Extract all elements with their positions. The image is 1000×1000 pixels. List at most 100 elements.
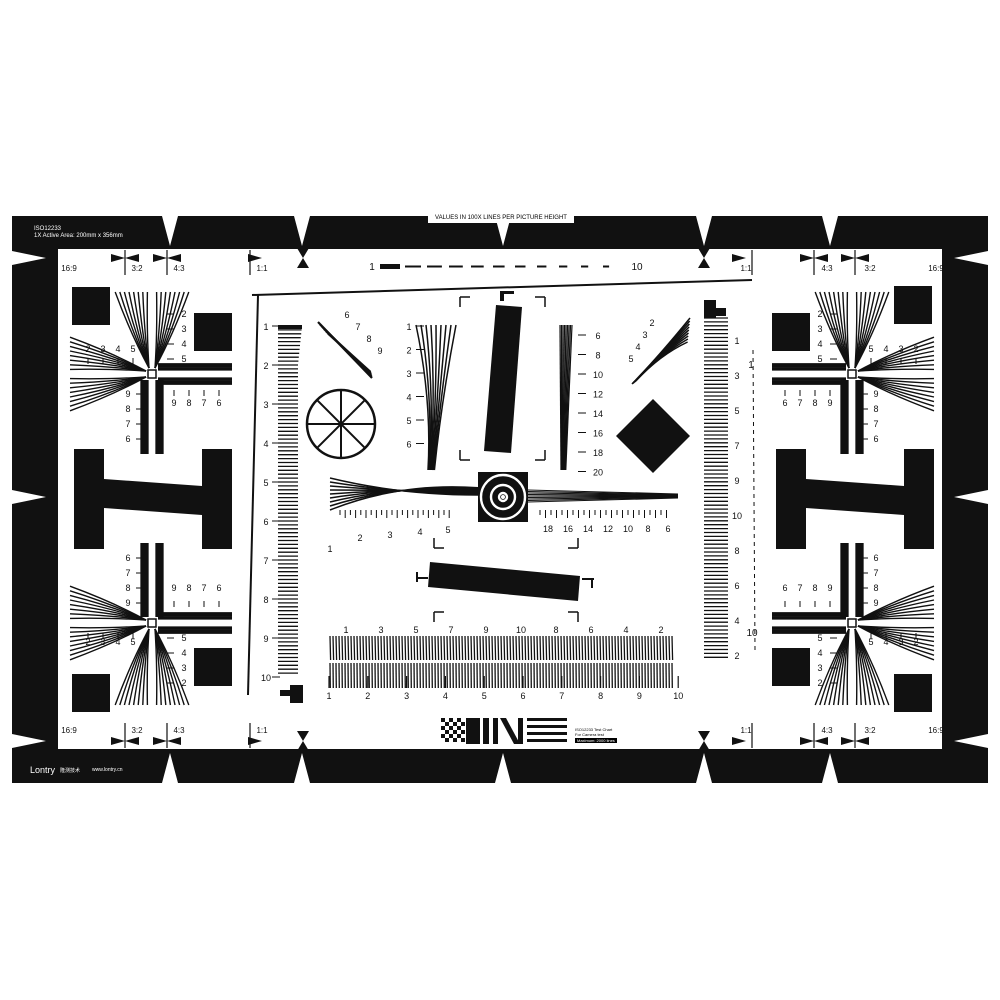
star-horizontal-label: 7 — [797, 583, 802, 593]
bottom-resolution-line — [473, 635, 476, 661]
bottom-resolution-line — [659, 635, 662, 661]
top-bar-segment — [449, 265, 463, 268]
logo-block — [527, 725, 567, 728]
bottom-upper-label: 1 — [343, 625, 348, 635]
vfan-right-label: 18 — [593, 448, 603, 458]
bottom-resolution-line — [617, 635, 620, 661]
top-bar-segment — [380, 264, 400, 269]
vfan-right-label: 8 — [595, 351, 600, 361]
star-horizontal-label: 3 — [100, 637, 105, 647]
star-horizontal-label: 5 — [130, 637, 135, 647]
center-bowtie — [698, 248, 710, 258]
checker-cell — [457, 726, 461, 730]
checker-cell — [461, 730, 465, 734]
top-bar-end-label: 10 — [631, 262, 643, 273]
corner-square — [72, 287, 110, 325]
bottom-resolution-line — [503, 635, 506, 661]
star-vertical-label: 5 — [181, 354, 186, 364]
top-bar-segment — [515, 265, 526, 268]
bottom-resolution-line — [563, 635, 566, 661]
star-center — [148, 370, 156, 378]
star-vertical-label: 2 — [817, 678, 822, 688]
star-vertical-label: 4 — [181, 648, 186, 658]
bottom-resolution-line — [671, 635, 674, 661]
center-bowtie — [698, 258, 710, 268]
vertical-fan-curve — [432, 324, 447, 471]
bottom-resolution-line — [422, 635, 425, 661]
bottom-resolution-line — [437, 635, 440, 661]
aspect-bowtie — [167, 737, 181, 745]
top-bar-segment — [603, 265, 610, 268]
star-vertical-label: 7 — [873, 419, 878, 429]
bottom-resolution-line — [626, 635, 629, 661]
vfan-right-label: 16 — [593, 429, 603, 439]
star-horizontal-label: 8 — [812, 398, 817, 408]
center-right-fan-label: 10 — [623, 524, 633, 534]
h-block-crossbar — [806, 479, 904, 515]
checker-cell — [449, 726, 453, 730]
aspect-ratio-label: 4:3 — [173, 264, 185, 273]
bottom-resolution-line — [488, 635, 491, 661]
center-left-fan-label: 3 — [387, 530, 392, 540]
bottom-resolution-line — [392, 635, 395, 661]
bar-marker — [582, 578, 594, 580]
vertical-fan-curve — [430, 324, 437, 471]
left-scale-label: 5 — [263, 478, 268, 488]
frame-pointer-bottom — [495, 753, 511, 783]
star-horizontal-label: 7 — [201, 583, 206, 593]
aspect-bowtie — [248, 737, 262, 745]
left-scale-label: 6 — [263, 517, 268, 527]
aspect-bowtie — [732, 254, 746, 262]
vfan-right-label: 6 — [595, 331, 600, 341]
frame-pointer-left — [12, 490, 46, 504]
bottom-resolution-line — [506, 635, 509, 661]
frame-pointer-bottom — [162, 753, 178, 783]
bottom-resolution-line — [359, 635, 362, 661]
bottom-resolution-line — [515, 635, 518, 661]
vertical-fan-line — [562, 324, 567, 471]
bottom-resolution-line — [461, 635, 464, 661]
bottom-resolution-line — [464, 635, 467, 661]
star-fan-curve — [114, 628, 150, 706]
star-vertical-label: 5 — [817, 354, 822, 364]
star-horizontal-label: 6 — [216, 583, 221, 593]
bottom-resolution-line — [539, 635, 542, 661]
bottom-resolution-line — [485, 635, 488, 661]
star-horizontal-label: 4 — [883, 637, 888, 647]
bottom-resolution-line — [623, 635, 626, 661]
bottom-resolution-line — [533, 635, 536, 661]
bottom-upper-label: 4 — [623, 625, 628, 635]
star-vertical-label: 9 — [125, 389, 130, 399]
star-fan-curve — [814, 628, 850, 706]
diag-scale-label: 6 — [344, 310, 349, 320]
aspect-bowtie — [153, 737, 167, 745]
bottom-resolution-line — [581, 635, 584, 661]
bottom-upper-label: 9 — [483, 625, 488, 635]
vfan-left-label: 5 — [406, 416, 411, 426]
bottom-resolution-line — [596, 635, 599, 661]
aspect-bowtie — [125, 737, 139, 745]
corner-square — [72, 674, 110, 712]
star-fan-curve — [69, 625, 147, 661]
star-vertical-label: 9 — [873, 598, 878, 608]
vfan-left-label: 1 — [406, 322, 411, 332]
bottom-resolution-line — [584, 635, 587, 661]
star-vertical-label: 4 — [181, 339, 186, 349]
frame-pointer-right — [954, 251, 988, 265]
bottom-resolution-line — [653, 635, 656, 661]
vertical-fan-line — [559, 324, 562, 471]
aspect-ratio-label: 3:2 — [131, 264, 143, 273]
star-horizontal-label: 4 — [883, 344, 888, 354]
vfan-right-label: 10 — [593, 370, 603, 380]
slanted-bar-vertical — [484, 305, 522, 453]
star-horizontal-label: 8 — [812, 583, 817, 593]
bottom-resolution-line — [329, 635, 332, 661]
star-center — [148, 619, 156, 627]
star-horizontal-label: 5 — [868, 637, 873, 647]
vertical-fan-line — [562, 324, 566, 471]
bottom-resolution-line — [557, 635, 560, 661]
star-vertical-label: 8 — [125, 583, 130, 593]
bottom-resolution-line — [527, 635, 530, 661]
aspect-ratio-label: 3:2 — [131, 726, 143, 735]
bottom-resolution-line — [455, 635, 458, 661]
